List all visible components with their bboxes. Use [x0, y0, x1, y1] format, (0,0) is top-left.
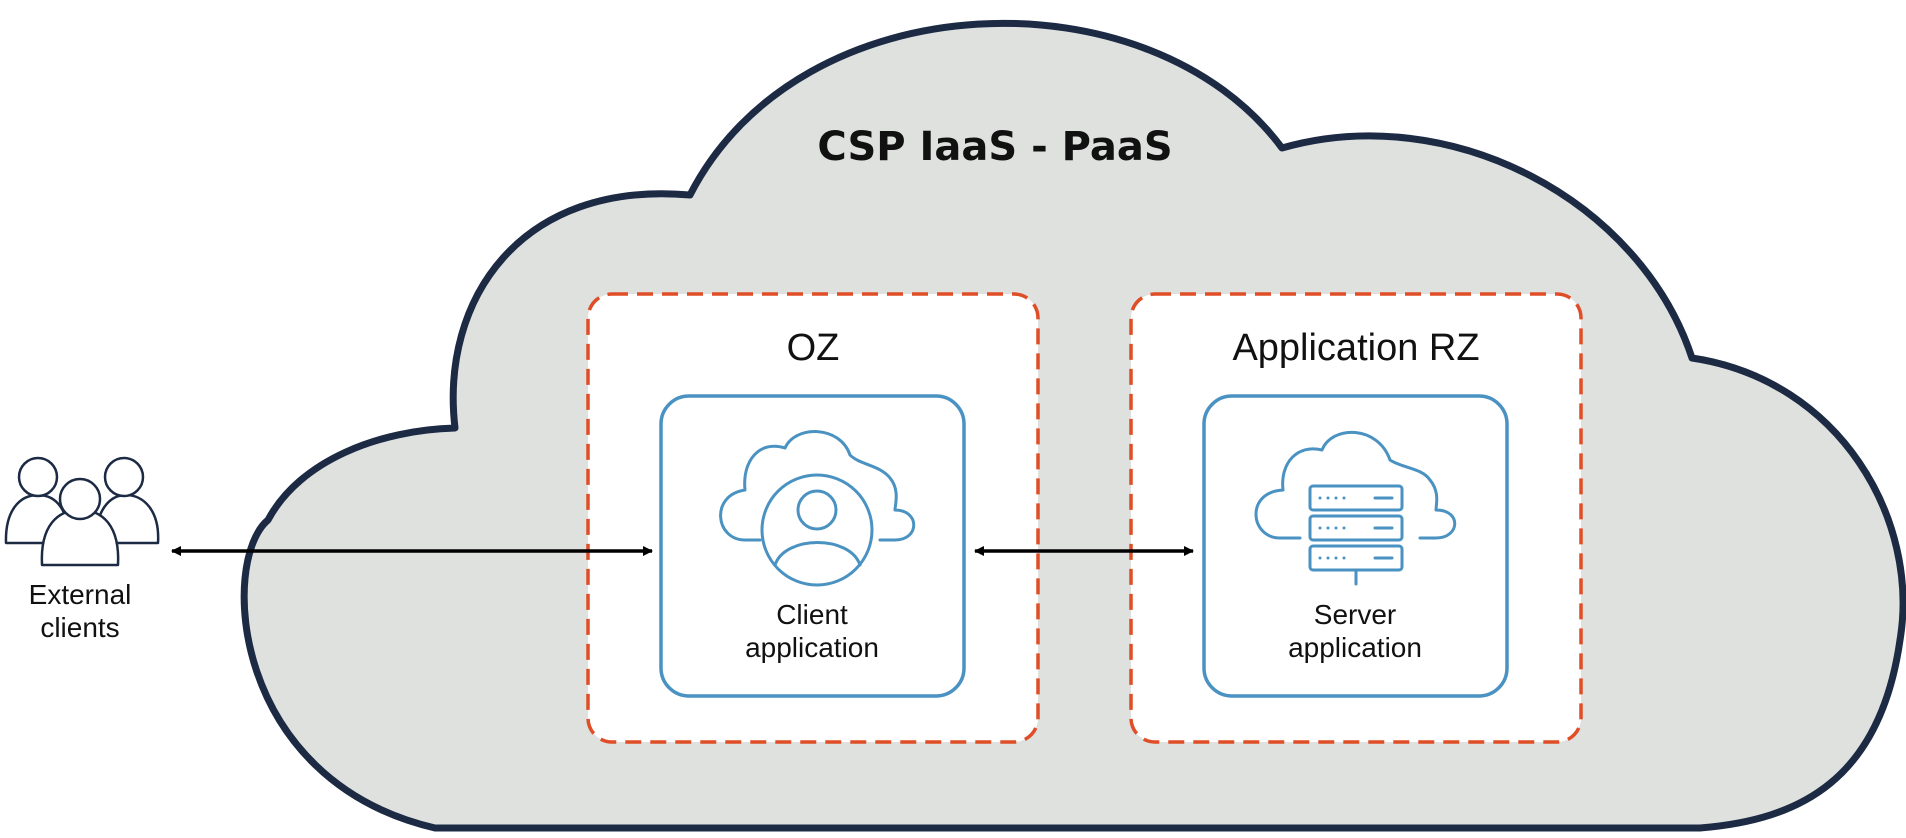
rz-zone-title: Application RZ [1232, 327, 1479, 369]
cloud-server-icon [1254, 430, 1457, 586]
client-application-label-line2: application [745, 632, 879, 663]
cloud-user-icon [719, 430, 916, 587]
external-clients-label-line1: External [29, 579, 132, 610]
server-application-label-line2: application [1288, 632, 1422, 663]
oz-zone-title: OZ [787, 327, 840, 369]
server-application-label-line1: Server [1314, 599, 1396, 630]
users-group-icon [4, 456, 160, 567]
client-application-label-line1: Client [776, 599, 848, 630]
external-clients-label-line2: clients [40, 612, 119, 643]
cloud-title: CSP IaaS - PaaS [817, 124, 1172, 170]
